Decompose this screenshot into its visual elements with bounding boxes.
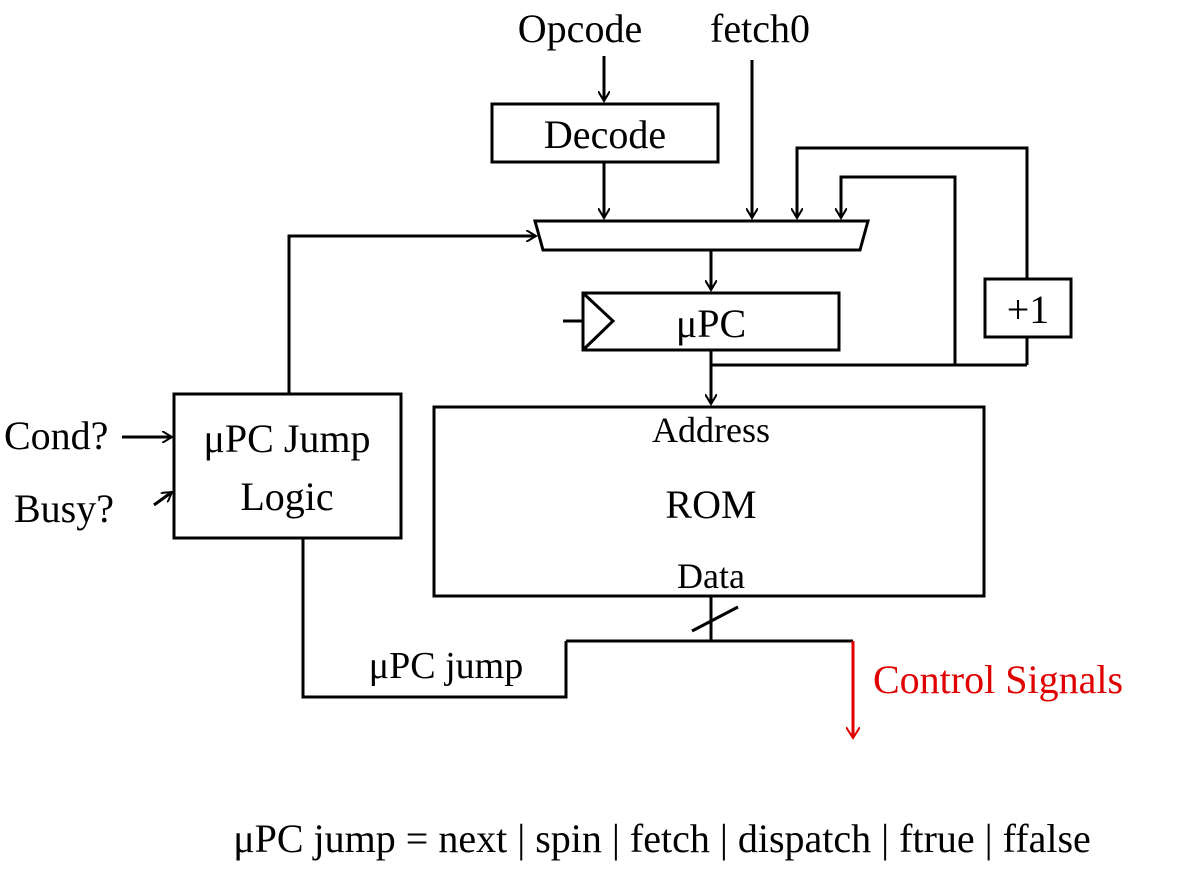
jump-options-caption: μPC jump = next | spin | fetch | dispatc… bbox=[233, 816, 1091, 861]
upc-label: μPC bbox=[676, 301, 746, 346]
decode-label: Decode bbox=[544, 112, 666, 157]
control-signals-label: Control Signals bbox=[873, 657, 1123, 702]
jump-select-wire bbox=[287, 236, 536, 394]
incrementer-block: +1 bbox=[983, 277, 1073, 339]
busy-label: Busy? bbox=[14, 486, 114, 531]
busy-wire bbox=[153, 490, 172, 507]
rom-address-label: Address bbox=[652, 410, 770, 450]
upc-jump-label: μPC jump bbox=[369, 645, 523, 687]
rom-data-label: Data bbox=[677, 556, 745, 596]
rom-block: Address ROM Data bbox=[432, 405, 986, 598]
fetch0-label: fetch0 bbox=[710, 6, 810, 51]
upc-jump-wire bbox=[301, 538, 568, 699]
jump-logic-line2: Logic bbox=[240, 474, 333, 519]
cond-label: Cond? bbox=[4, 413, 108, 458]
jump-logic-line1: μPC Jump bbox=[203, 416, 370, 461]
decode-block: Decode bbox=[490, 102, 720, 164]
rom-title: ROM bbox=[665, 482, 756, 527]
upc-register: μPC bbox=[563, 291, 841, 352]
bus-width-slash bbox=[691, 605, 739, 633]
next-address-mux bbox=[533, 219, 870, 252]
opcode-label: Opcode bbox=[518, 6, 642, 51]
jump-logic-block: μPC Jump Logic bbox=[172, 392, 403, 540]
increment-feedback-wire bbox=[797, 146, 1029, 279]
plus-one-label: +1 bbox=[1007, 287, 1050, 332]
spin-feedback-wire bbox=[841, 175, 957, 365]
